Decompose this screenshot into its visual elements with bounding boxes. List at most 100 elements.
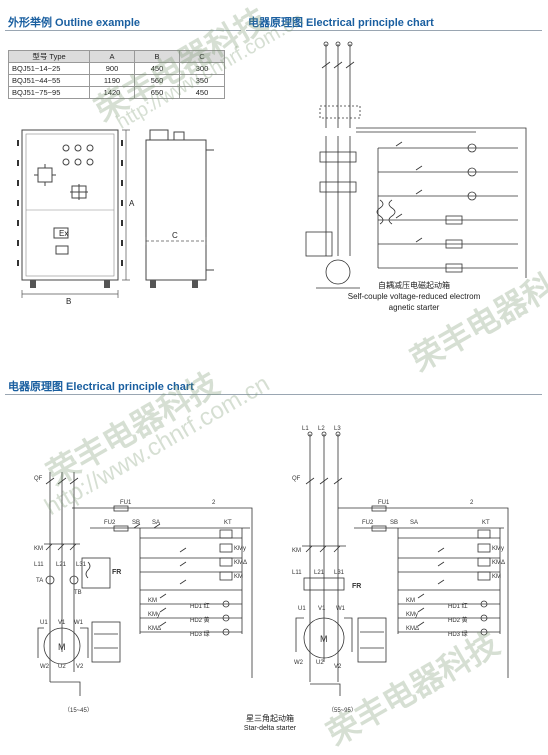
fu1-label: FU1 bbox=[378, 500, 390, 506]
front-view-cabinet bbox=[21, 129, 119, 281]
fr-label: FR bbox=[352, 583, 361, 590]
outline-title-rule bbox=[5, 30, 241, 31]
coil-kmy-label: KMy bbox=[492, 546, 504, 552]
w1-label: W1 bbox=[74, 620, 84, 626]
hd1-label: HD1 红 bbox=[448, 602, 468, 610]
hd3-label: HD3 绿 bbox=[190, 630, 210, 638]
l2-label: L2 bbox=[318, 426, 325, 432]
bottom-chart-caption-cn: 星三角起动箱 bbox=[246, 714, 294, 723]
bottom-chart-caption-en: Star-delta starter bbox=[243, 725, 297, 732]
table-cell: 900 bbox=[89, 62, 135, 75]
coil-kmd-label: KMΔ bbox=[492, 560, 505, 566]
table-header-cell: 型号 Type bbox=[8, 50, 90, 63]
outline-spec-table: 型号 Type A B C BQJ51~14~25 900 450 300 BQ… bbox=[8, 50, 225, 99]
l31-label: L31 bbox=[334, 570, 345, 576]
table-header-cell: B bbox=[134, 50, 180, 63]
sb-label: SB bbox=[132, 520, 140, 526]
range-small-label: （15~45） bbox=[64, 707, 93, 714]
table-cell: 350 bbox=[179, 74, 225, 87]
v2-label: V2 bbox=[76, 664, 84, 670]
sb-label: SB bbox=[390, 520, 398, 526]
side-view-cabinet bbox=[145, 139, 207, 281]
u1-label: U1 bbox=[298, 606, 306, 612]
top-chart-title: 电器原理图 Electrical principle chart bbox=[248, 17, 434, 29]
l3-label: L3 bbox=[334, 426, 341, 432]
table-cell: BQJ51~75~95 bbox=[8, 86, 90, 99]
table-cell: 1190 bbox=[89, 74, 135, 87]
star-delta-diagram-small: QF KM L11 L21 L31 TA TB FR U1 V1 W1 M W2… bbox=[34, 472, 253, 714]
table-row: BQJ51~44~55 1190 560 350 bbox=[8, 74, 225, 87]
table-row: BQJ51~75~95 1420 650 450 bbox=[8, 86, 225, 99]
top-chart-title-rule bbox=[246, 30, 542, 31]
u2-label: U2 bbox=[58, 664, 66, 670]
table-cell: 450 bbox=[179, 86, 225, 99]
fu1-label: FU1 bbox=[120, 500, 132, 506]
table-header-cell: C bbox=[179, 50, 225, 63]
sa-label: SA bbox=[410, 520, 418, 526]
w2-label: W2 bbox=[294, 660, 304, 666]
table-cell: 300 bbox=[179, 62, 225, 75]
bottom-chart-title: 电器原理图 Electrical principle chart bbox=[8, 381, 194, 393]
contact-kmd-label: KMΔ bbox=[406, 626, 419, 632]
top-chart-caption-cn: 自耦减压电磁起动箱 bbox=[378, 281, 450, 290]
table-cell: BQJ51~14~25 bbox=[8, 62, 90, 75]
coil-km-label: KM bbox=[492, 574, 501, 580]
table-cell: 450 bbox=[134, 62, 180, 75]
l11-label: L11 bbox=[292, 570, 302, 576]
fu2-label: FU2 bbox=[104, 520, 116, 526]
table-row: BQJ51~14~25 900 450 300 bbox=[8, 62, 225, 75]
hd2-label: HD2 黄 bbox=[448, 616, 468, 624]
dim-c-label: C bbox=[172, 231, 178, 240]
l21-label: L21 bbox=[314, 570, 325, 576]
bottom-chart-title-rule bbox=[5, 394, 542, 395]
l21-label: L21 bbox=[56, 562, 67, 568]
range-large-label: （55~95） bbox=[328, 707, 357, 714]
kt-label: KT bbox=[482, 520, 490, 526]
km-label: KM bbox=[34, 546, 43, 552]
top-circuit-diagram bbox=[305, 41, 527, 289]
tb-label: TB bbox=[74, 590, 82, 596]
ta-label: TA bbox=[36, 578, 43, 584]
contact-kmy-label: KMy bbox=[406, 612, 418, 618]
outline-section-title: 外形举例 Outline example bbox=[8, 17, 141, 29]
kt-label: KT bbox=[224, 520, 232, 526]
coil-kmd-label: KMΔ bbox=[234, 560, 247, 566]
star-delta-diagram-large: L1 L2 L3 QF KM L11 L21 L31 FR U1 V1 W1 M… bbox=[292, 426, 509, 714]
coil-km-label: KM bbox=[234, 574, 243, 580]
sa-label: SA bbox=[152, 520, 160, 526]
qf-label: QF bbox=[34, 476, 43, 482]
contact-km-label: KM bbox=[406, 598, 415, 604]
fu2-label: FU2 bbox=[362, 520, 374, 526]
hd3-label: HD3 绿 bbox=[448, 630, 468, 638]
dim-a-label: A bbox=[129, 199, 135, 208]
node-2-label: 2 bbox=[470, 500, 474, 506]
u1-label: U1 bbox=[40, 620, 48, 626]
hd2-label: HD2 黄 bbox=[190, 616, 210, 624]
contact-km-label: KM bbox=[148, 598, 157, 604]
table-cell: BQJ51~44~55 bbox=[8, 74, 90, 87]
table-header-cell: A bbox=[89, 50, 135, 63]
table-cell: 560 bbox=[134, 74, 180, 87]
l11-label: L11 bbox=[34, 562, 44, 568]
top-chart-caption-en-1: Self-couple voltage-reduced electrom bbox=[347, 292, 481, 301]
ex-label: Ex bbox=[59, 229, 68, 238]
ex-mark-box bbox=[53, 227, 69, 239]
node-2-label: 2 bbox=[212, 500, 216, 506]
w2-label: W2 bbox=[40, 664, 50, 670]
l1-label: L1 bbox=[302, 426, 309, 432]
hd1-label: HD1 红 bbox=[190, 602, 210, 610]
v2-label: V2 bbox=[334, 664, 342, 670]
fr-label: FR bbox=[112, 569, 121, 576]
u2-label: U2 bbox=[316, 660, 324, 666]
v1-label: V1 bbox=[58, 620, 66, 626]
table-cell: 1420 bbox=[89, 86, 135, 99]
motor-label: M bbox=[320, 634, 328, 644]
coil-kmy-label: KMy bbox=[234, 546, 246, 552]
outline-drawing: Ex B A C bbox=[17, 129, 214, 306]
l31-label: L31 bbox=[76, 562, 87, 568]
qf-label: QF bbox=[292, 476, 301, 482]
table-header-row: 型号 Type A B C bbox=[8, 50, 225, 63]
w1-label: W1 bbox=[336, 606, 346, 612]
km-label: KM bbox=[292, 548, 301, 554]
top-chart-caption-en-2: agnetic starter bbox=[388, 303, 440, 312]
